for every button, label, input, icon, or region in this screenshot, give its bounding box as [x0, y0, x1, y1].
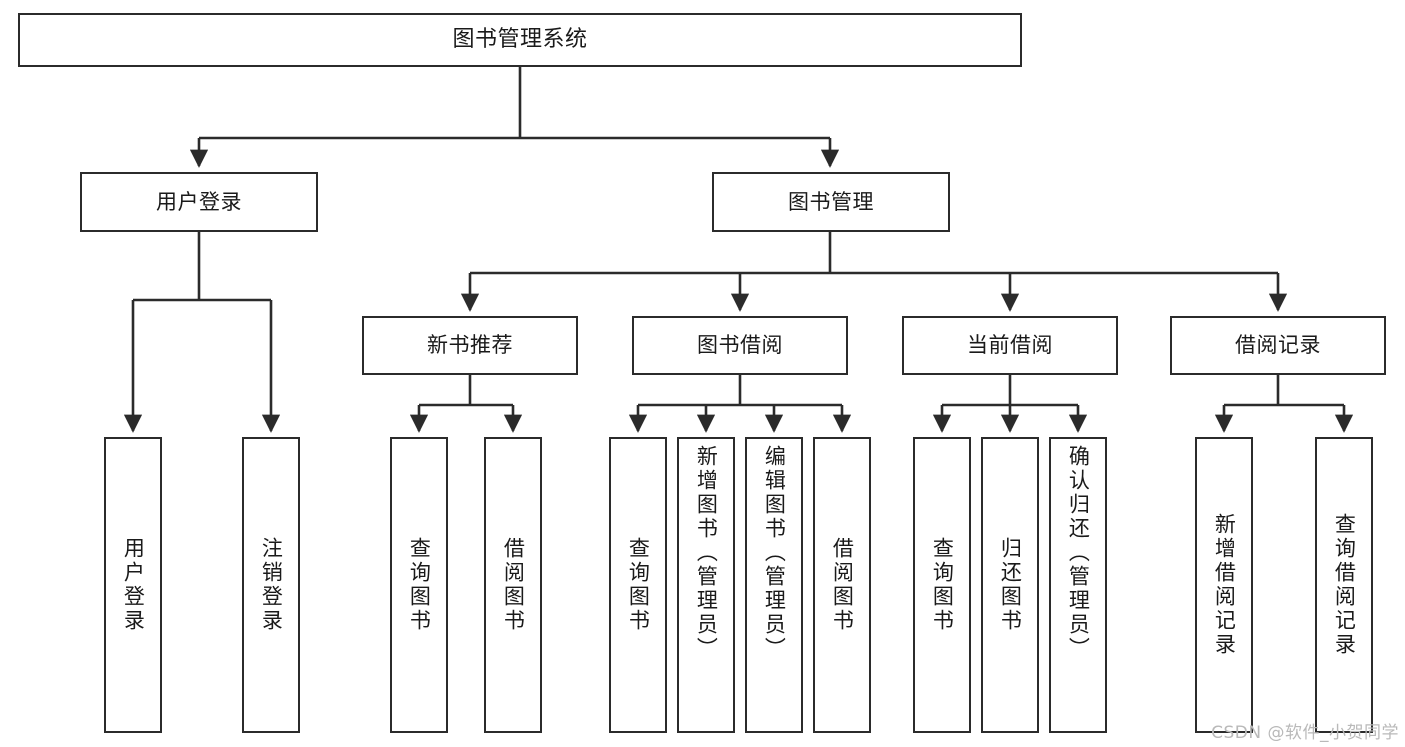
node-label: 编辑图书（管理员）: [762, 445, 787, 661]
node-label: 新书推荐: [427, 333, 513, 358]
leaf-edit-book-admin[interactable]: 编辑图书（管理员）: [745, 437, 803, 733]
node-borrow-record[interactable]: 借阅记录: [1170, 316, 1386, 375]
node-new-book-recommend[interactable]: 新书推荐: [362, 316, 578, 375]
node-book-manage[interactable]: 图书管理: [712, 172, 950, 232]
node-label: 查询图书: [626, 537, 651, 633]
leaf-query-book-1[interactable]: 查询图书: [390, 437, 448, 733]
node-root-system[interactable]: 图书管理系统: [18, 13, 1022, 67]
leaf-logout[interactable]: 注销登录: [242, 437, 300, 733]
leaf-return-book[interactable]: 归还图书: [981, 437, 1039, 733]
leaf-query-book-2[interactable]: 查询图书: [609, 437, 667, 733]
leaf-user-login[interactable]: 用户登录: [104, 437, 162, 733]
node-label: 借阅图书: [830, 537, 855, 633]
node-label: 确认归还（管理员）: [1066, 445, 1091, 661]
node-book-borrow[interactable]: 图书借阅: [632, 316, 848, 375]
leaf-confirm-return-admin[interactable]: 确认归还（管理员）: [1049, 437, 1107, 733]
node-label: 注销登录: [259, 537, 284, 633]
node-user-login[interactable]: 用户登录: [80, 172, 318, 232]
node-label: 借阅记录: [1235, 333, 1321, 358]
node-label: 用户登录: [156, 189, 242, 214]
node-label: 查询图书: [930, 537, 955, 633]
node-current-borrow[interactable]: 当前借阅: [902, 316, 1118, 375]
node-label: 用户登录: [121, 537, 146, 633]
node-label: 当前借阅: [967, 333, 1053, 358]
node-label: 图书管理: [788, 189, 874, 214]
node-label: 图书管理系统: [452, 27, 588, 53]
node-label: 借阅图书: [501, 537, 526, 633]
csdn-watermark: CSDN @软件_小贺同学: [1211, 723, 1399, 743]
leaf-query-book-3[interactable]: 查询图书: [913, 437, 971, 733]
node-label: 新增借阅记录: [1212, 513, 1237, 657]
leaf-borrow-book-1[interactable]: 借阅图书: [484, 437, 542, 733]
leaf-query-borrow-record[interactable]: 查询借阅记录: [1315, 437, 1373, 733]
node-label: 图书借阅: [697, 333, 783, 358]
leaf-add-borrow-record[interactable]: 新增借阅记录: [1195, 437, 1253, 733]
node-label: 新增图书（管理员）: [694, 445, 719, 661]
leaf-borrow-book-2[interactable]: 借阅图书: [813, 437, 871, 733]
node-label: 归还图书: [998, 537, 1023, 633]
node-label: 查询借阅记录: [1332, 513, 1357, 657]
node-label: 查询图书: [407, 537, 432, 633]
leaf-add-book-admin[interactable]: 新增图书（管理员）: [677, 437, 735, 733]
